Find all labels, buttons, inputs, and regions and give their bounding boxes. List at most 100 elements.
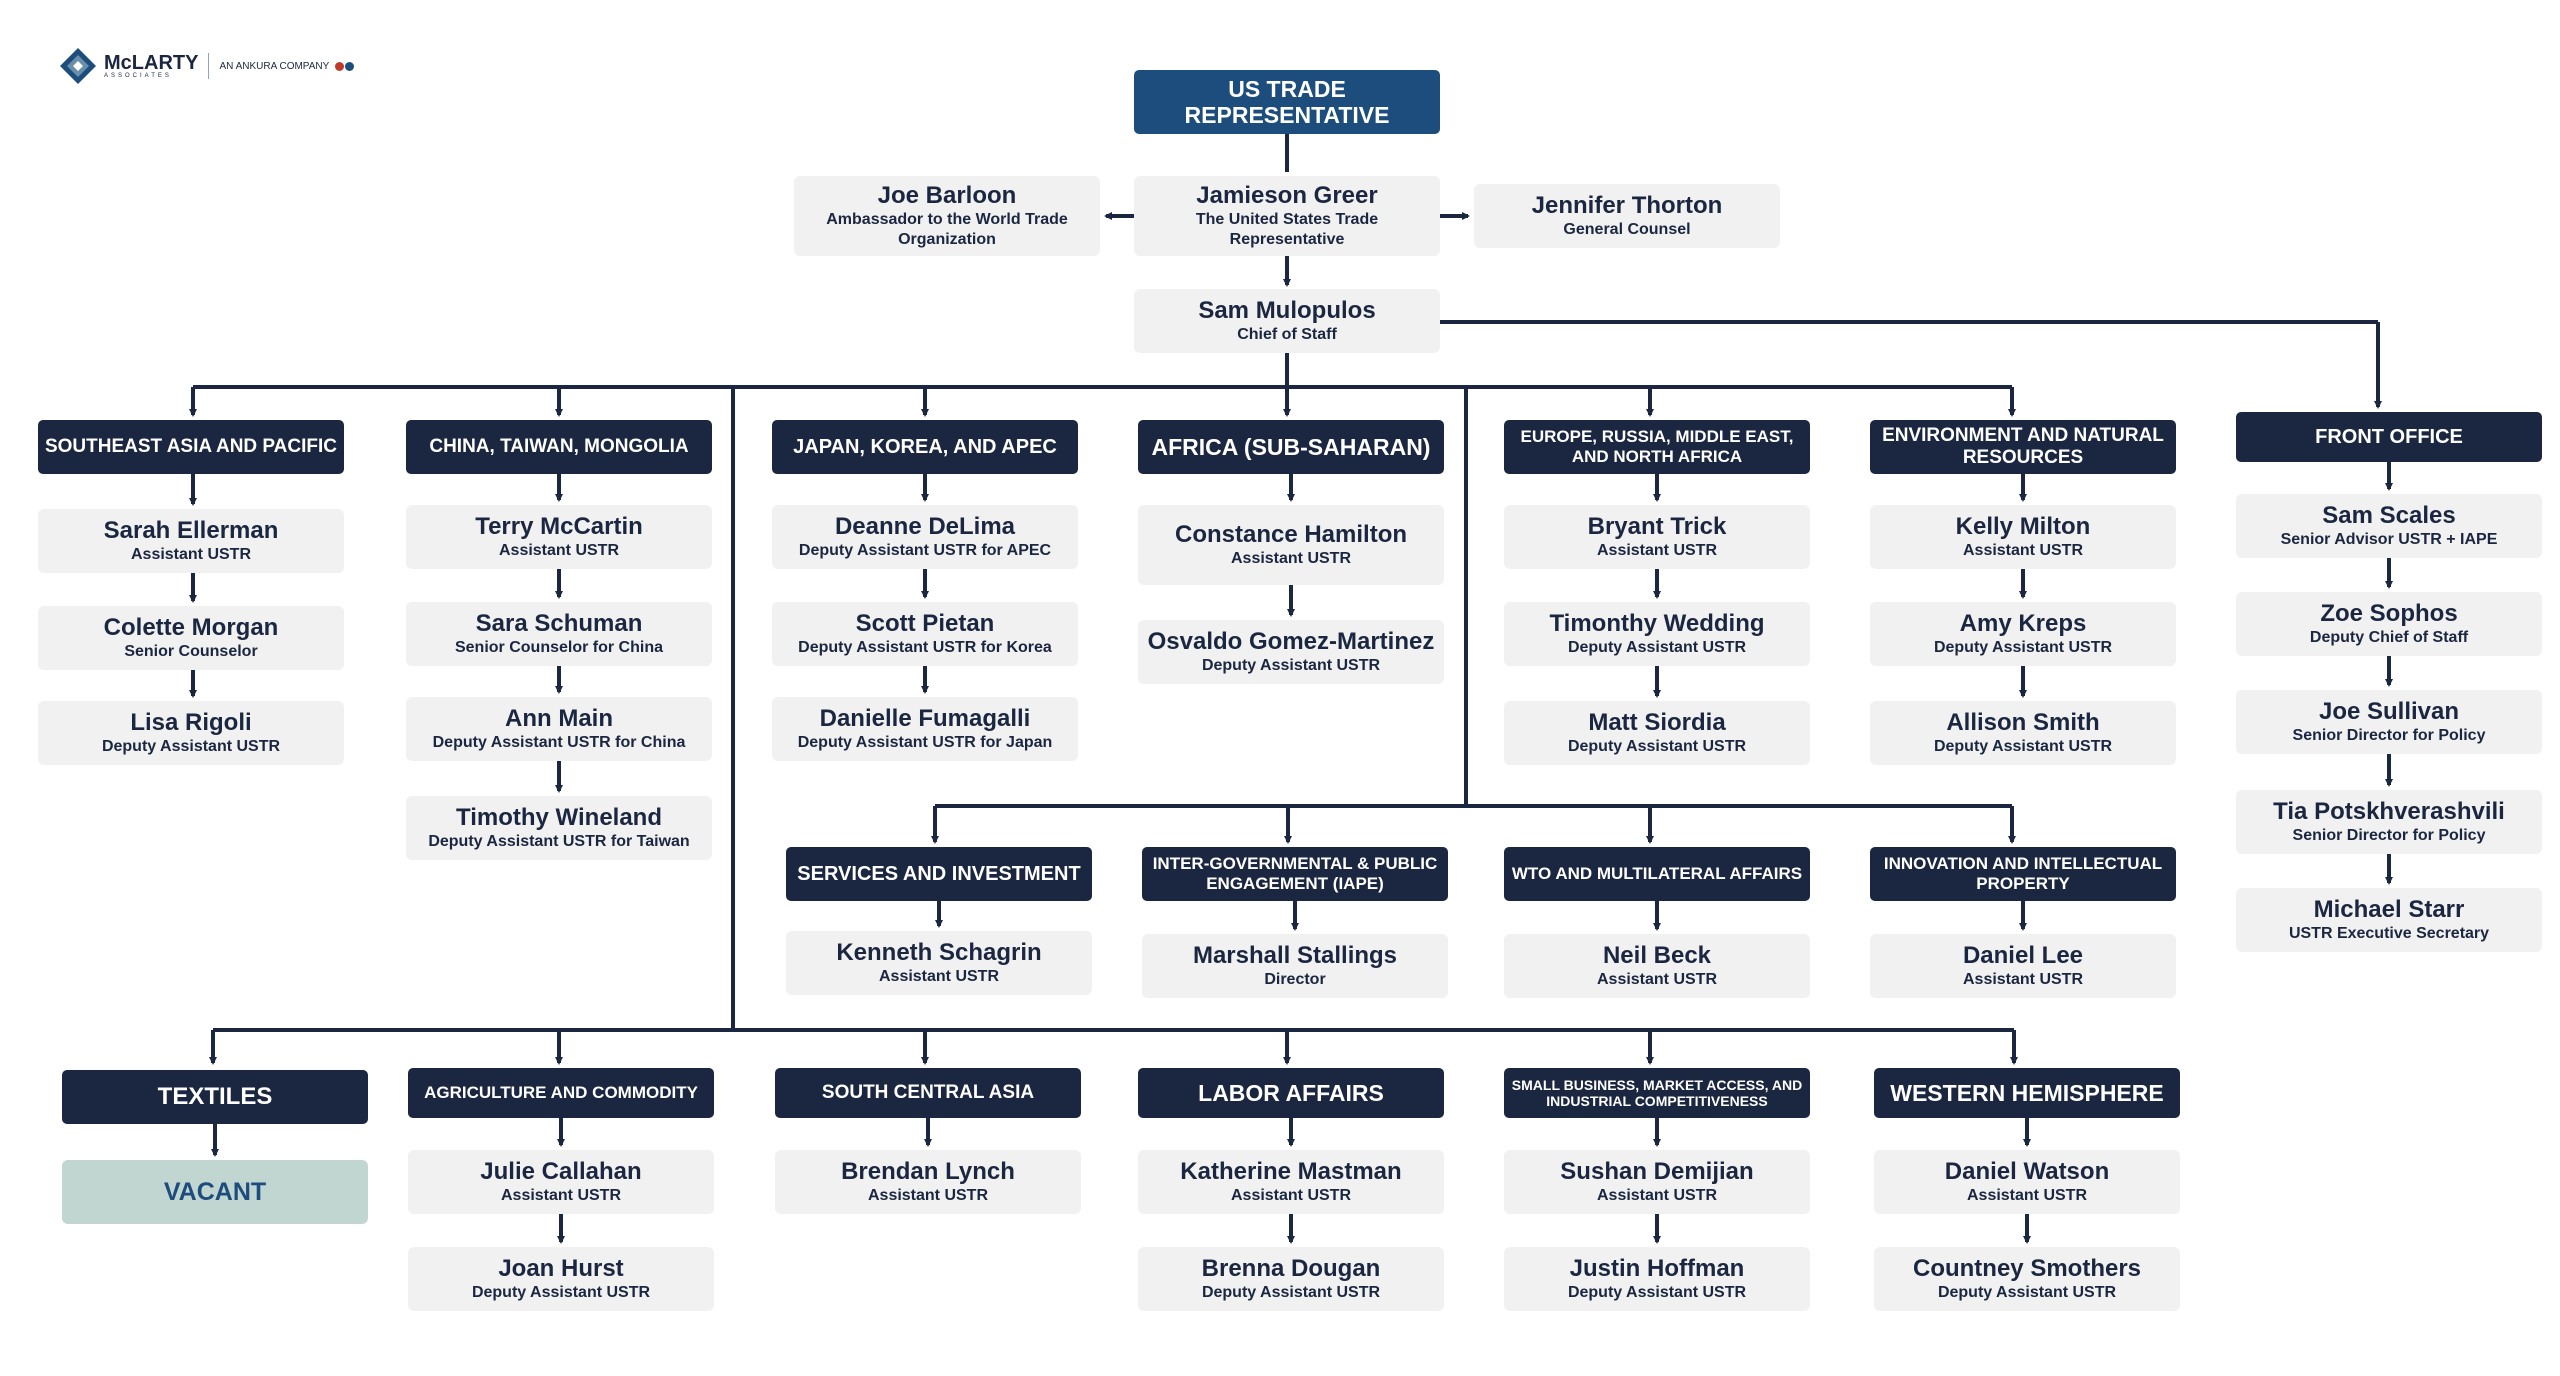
- person-title: Assistant USTR: [1596, 542, 1718, 560]
- person-name: Joe Barloon: [877, 181, 1017, 209]
- person-name: Sara Schuman: [475, 609, 643, 637]
- person-title: Deputy Assistant USTR: [1933, 639, 2113, 657]
- person-title: Assistant USTR: [878, 968, 1000, 986]
- person-name: Allison Smith: [1946, 708, 2100, 736]
- dept-header-europe-russia-middle-east-north-africa: EUROPE, RUSSIA, MIDDLE EAST, AND NORTH A…: [1504, 420, 1810, 474]
- dept-header-western-hemisphere: WESTERN HEMISPHERE: [1874, 1068, 2180, 1118]
- person-name: Justin Hoffman: [1569, 1254, 1745, 1282]
- logo-divider: [208, 53, 210, 79]
- person-name: Zoe Sophos: [2320, 599, 2458, 627]
- person-title: Assistant USTR: [130, 546, 252, 564]
- person-name: Timonthy Wedding: [1549, 609, 1765, 637]
- person-title: Deputy Assistant USTR: [1567, 639, 1747, 657]
- person-title: Assistant USTR: [498, 542, 620, 560]
- logo-company: AN ANKURA COMPANY: [219, 60, 330, 72]
- person-title: Assistant USTR: [1230, 550, 1352, 568]
- person-name: Marshall Stallings: [1192, 941, 1398, 969]
- person-title: Assistant USTR: [1230, 1187, 1352, 1205]
- person-title: Assistant USTR: [1966, 1187, 2088, 1205]
- dept-header-services-and-investment: SERVICES AND INVESTMENT: [786, 847, 1092, 901]
- person-name: Tia Potskhverashvili: [2273, 797, 2505, 825]
- person-title: The United States Trade Representative: [1195, 211, 1379, 249]
- person-title: Deputy Assistant USTR for Japan: [797, 734, 1053, 752]
- dept-header-china-taiwan-mongolia: CHINA, TAIWAN, MONGOLIA: [406, 420, 712, 474]
- person-title: Senior Counselor for China: [454, 639, 663, 657]
- person-name: Danielle Fumagalli: [819, 704, 1031, 732]
- dept-header-southeast-asia-and-pacific: SOUTHEAST ASIA AND PACIFIC: [38, 420, 344, 474]
- dept-header-japan-korea-and-apec: JAPAN, KOREA, AND APEC: [772, 420, 1078, 474]
- dept-header-labor-affairs: LABOR AFFAIRS: [1138, 1068, 1444, 1118]
- person-title: Senior Director for Policy: [2292, 727, 2486, 745]
- person-title: Deputy Assistant USTR: [1937, 1284, 2117, 1302]
- person-name: Katherine Mastman: [1180, 1157, 1402, 1185]
- person-title: Deputy Assistant USTR: [1567, 738, 1747, 756]
- person-title: Deputy Assistant USTR for Korea: [798, 639, 1052, 657]
- person-name: Jennifer Thorton: [1531, 191, 1723, 219]
- person-title: Deputy Assistant USTR for Taiwan: [428, 833, 690, 851]
- person-title: USTR Executive Secretary: [2288, 925, 2490, 943]
- person-title: Assistant USTR: [1596, 1187, 1718, 1205]
- logo-subtitle: ASSOCIATES: [104, 73, 172, 79]
- dept-header-wto-and-multilateral-affairs: WTO AND MULTILATERAL AFFAIRS: [1504, 847, 1810, 901]
- person-name: Daniel Lee: [1962, 941, 2084, 969]
- dept-header-africa-sub-saharan: AFRICA (SUB-SAHARAN): [1138, 420, 1444, 474]
- dept-header-agriculture-and-commodity: AGRICULTURE AND COMMODITY: [408, 1068, 714, 1118]
- person-title: Deputy Assistant USTR: [1201, 657, 1381, 675]
- person-name: Constance Hamilton: [1174, 520, 1408, 548]
- person-card-joe-barloon: Joe Barloon Ambassador to the World Trad…: [794, 176, 1100, 256]
- person-name: Osvaldo Gomez-Martinez: [1147, 627, 1435, 655]
- person-name: Bryant Trick: [1587, 512, 1727, 540]
- person-title: Deputy Assistant USTR: [1933, 738, 2113, 756]
- person-name: Lisa Rigoli: [130, 708, 252, 736]
- us-trade-representative-header: US TRADE REPRESENTATIVE: [1134, 70, 1440, 134]
- person-name: Sam Scales: [2322, 501, 2456, 529]
- person-name: Amy Kreps: [1959, 609, 2087, 637]
- dept-header-innovation-and-intellectual-property: INNOVATION AND INTELLECTUAL PROPERTY: [1870, 847, 2176, 901]
- person-name: Sam Mulopulos: [1198, 296, 1376, 324]
- person-title: Chief of Staff: [1237, 326, 1337, 344]
- person-title: Assistant USTR: [867, 1187, 989, 1205]
- person-title: General Counsel: [1563, 221, 1691, 239]
- person-name: Terry McCartin: [475, 512, 643, 540]
- person-name: Matt Siordia: [1588, 708, 1726, 736]
- person-name: Countney Smothers: [1912, 1254, 2142, 1282]
- person-name: Brenna Dougan: [1201, 1254, 1381, 1282]
- person-title: Assistant USTR: [1596, 971, 1718, 989]
- vacant-position: VACANT: [62, 1160, 368, 1224]
- person-title: Deputy Assistant USTR: [101, 738, 281, 756]
- person-title: Director: [1264, 971, 1326, 989]
- dept-header-textiles: TEXTILES: [62, 1070, 368, 1124]
- logo-text-block: McLARTY ASSOCIATES: [104, 53, 198, 79]
- dept-header-inter-governmental-public-engagement: INTER-GOVERNMENTAL & PUBLIC ENGAGEMENT (…: [1142, 847, 1448, 901]
- mclarty-logo: McLARTY ASSOCIATES AN ANKURA COMPANY: [58, 46, 355, 86]
- person-title: Deputy Assistant USTR: [1201, 1284, 1381, 1302]
- person-title: Assistant USTR: [1962, 971, 2084, 989]
- person-name: Ann Main: [505, 704, 613, 732]
- person-title: Deputy Assistant USTR: [471, 1284, 651, 1302]
- person-name: Daniel Watson: [1944, 1157, 2110, 1185]
- person-name: Neil Beck: [1602, 941, 1712, 969]
